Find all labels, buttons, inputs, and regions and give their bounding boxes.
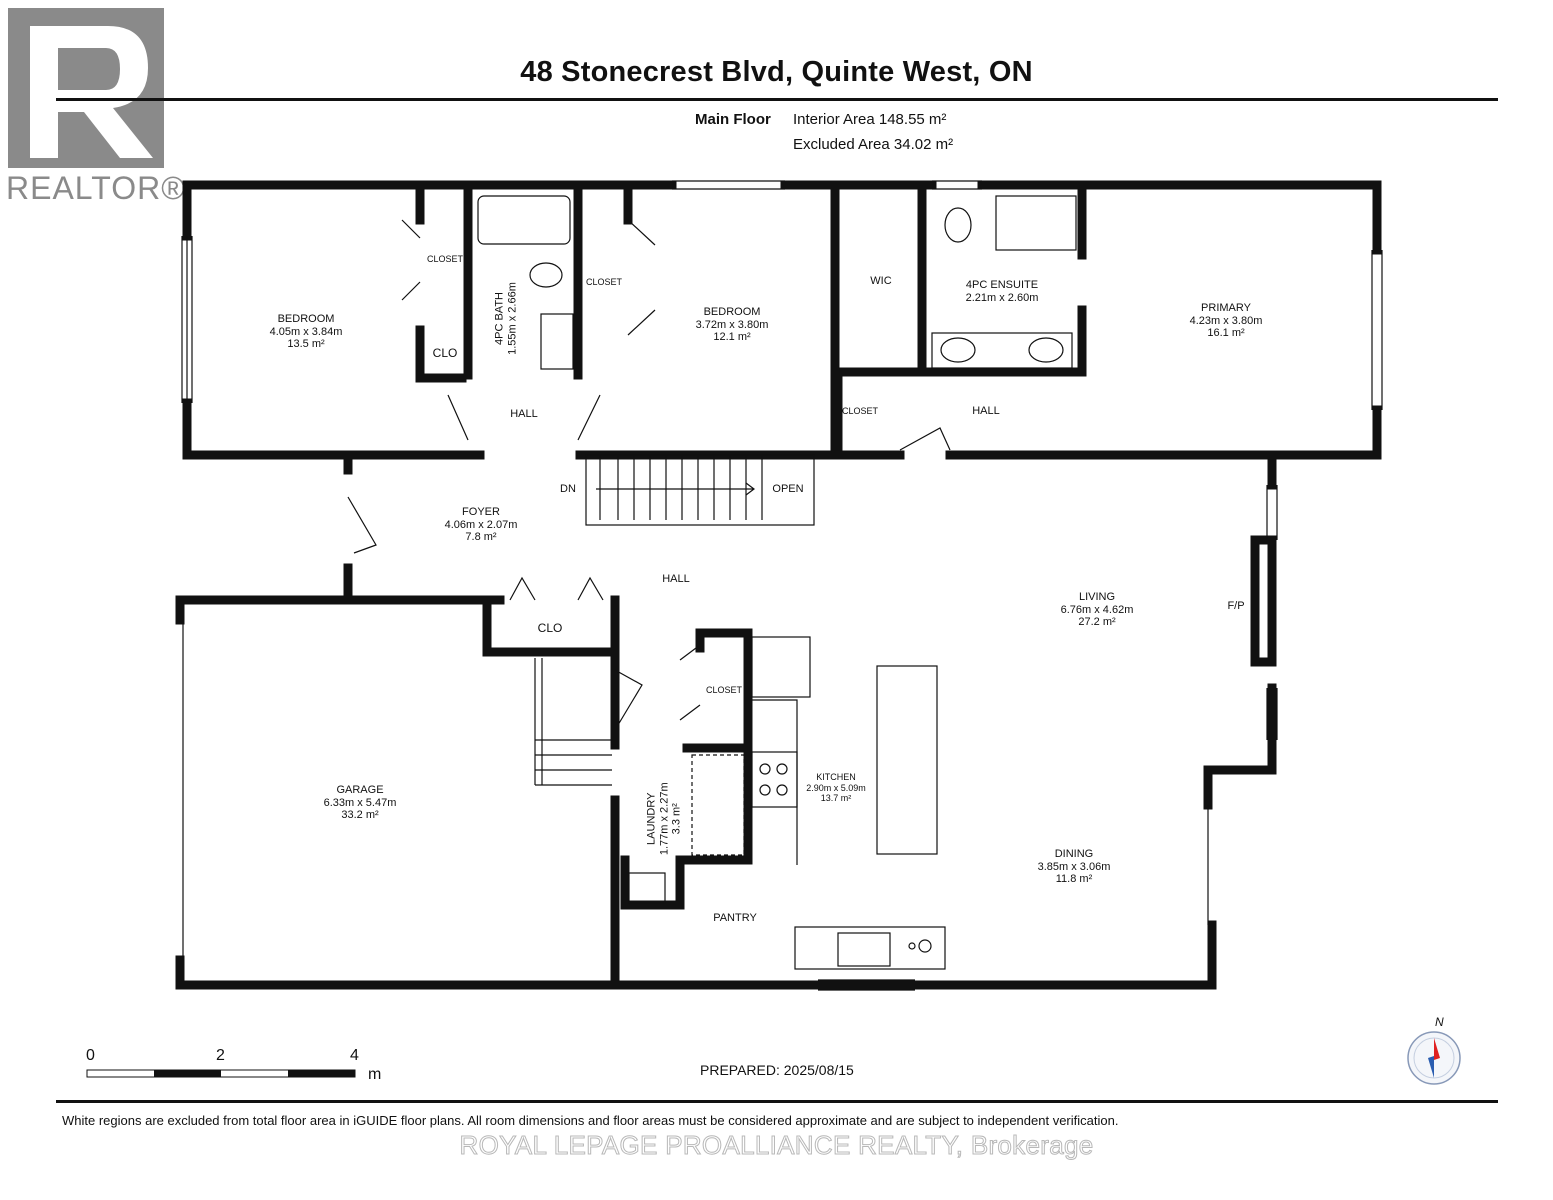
brokerage-watermark: ROYAL LEPAGE PROALLIANCE REALTY, Brokera… — [459, 1130, 1094, 1161]
header-rule — [56, 98, 1498, 101]
room-wic: WIC — [870, 275, 892, 287]
realtor-logo — [8, 8, 164, 168]
room-ensuite: 4PC ENSUITE 2.21m x 2.60m — [965, 279, 1039, 304]
clo-label-2: CLO — [537, 621, 563, 635]
interior-area: Interior Area 148.55 m² — [793, 111, 947, 128]
page-title: 48 Stonecrest Blvd, Quinte West, ON — [520, 56, 1033, 88]
closet-label-3: CLOSET — [841, 406, 879, 416]
stairs-open-label: OPEN — [772, 483, 804, 495]
scale-unit: m — [368, 1066, 382, 1083]
scale-tick-2: 2 — [216, 1047, 225, 1064]
closet-label-2: CLOSET — [585, 277, 623, 287]
room-living: LIVING 6.76m x 4.62m 27.2 m² — [1060, 591, 1134, 628]
compass-icon — [1407, 1031, 1461, 1085]
realtor-wordmark: REALTOR® — [6, 170, 186, 206]
hall-label-1: HALL — [510, 408, 538, 420]
clo-label-1: CLO — [432, 346, 458, 360]
room-kitchen: KITCHEN 2.90m x 5.09m 13.7 m² — [806, 772, 866, 803]
room-foyer: FOYER 4.06m x 2.07m 7.8 m² — [444, 506, 518, 543]
scale-tick-4: 4 — [350, 1047, 359, 1064]
room-laundry: LAUNDRY 1.77m x 2.27m 3.3 m² — [645, 782, 683, 856]
compass-north-label: N — [1435, 1015, 1444, 1029]
scale-tick-0: 0 — [86, 1047, 95, 1064]
closet-label-1: CLOSET — [426, 254, 464, 264]
prepared-date: PREPARED: 2025/08/15 — [700, 1062, 854, 1078]
fireplace-label: F/P — [1227, 600, 1245, 612]
room-dining: DINING 3.85m x 3.06m 11.8 m² — [1037, 848, 1111, 885]
room-garage: GARAGE 6.33m x 5.47m 33.2 m² — [323, 784, 397, 821]
room-bath: 4PC BATH 1.55m x 2.66m — [493, 282, 519, 355]
floor-name: Main Floor — [695, 111, 771, 128]
hall-label-2: HALL — [972, 405, 1000, 417]
room-pantry: PANTRY — [713, 912, 757, 924]
hall-label-3: HALL — [662, 573, 690, 585]
room-primary: PRIMARY 4.23m x 3.80m 16.1 m² — [1189, 302, 1263, 339]
excluded-area: Excluded Area 34.02 m² — [793, 136, 954, 153]
disclaimer-text: White regions are excluded from total fl… — [62, 1113, 1119, 1128]
scale-bar — [86, 1069, 356, 1078]
closet-label-4: CLOSET — [705, 685, 743, 695]
room-bedroom-1: BEDROOM 4.05m x 3.84m 13.5 m² — [269, 313, 343, 350]
room-bedroom-2: BEDROOM 3.72m x 3.80m 12.1 m² — [695, 306, 769, 343]
footer-rule — [56, 1100, 1498, 1103]
stairs-down-label: DN — [560, 483, 576, 495]
